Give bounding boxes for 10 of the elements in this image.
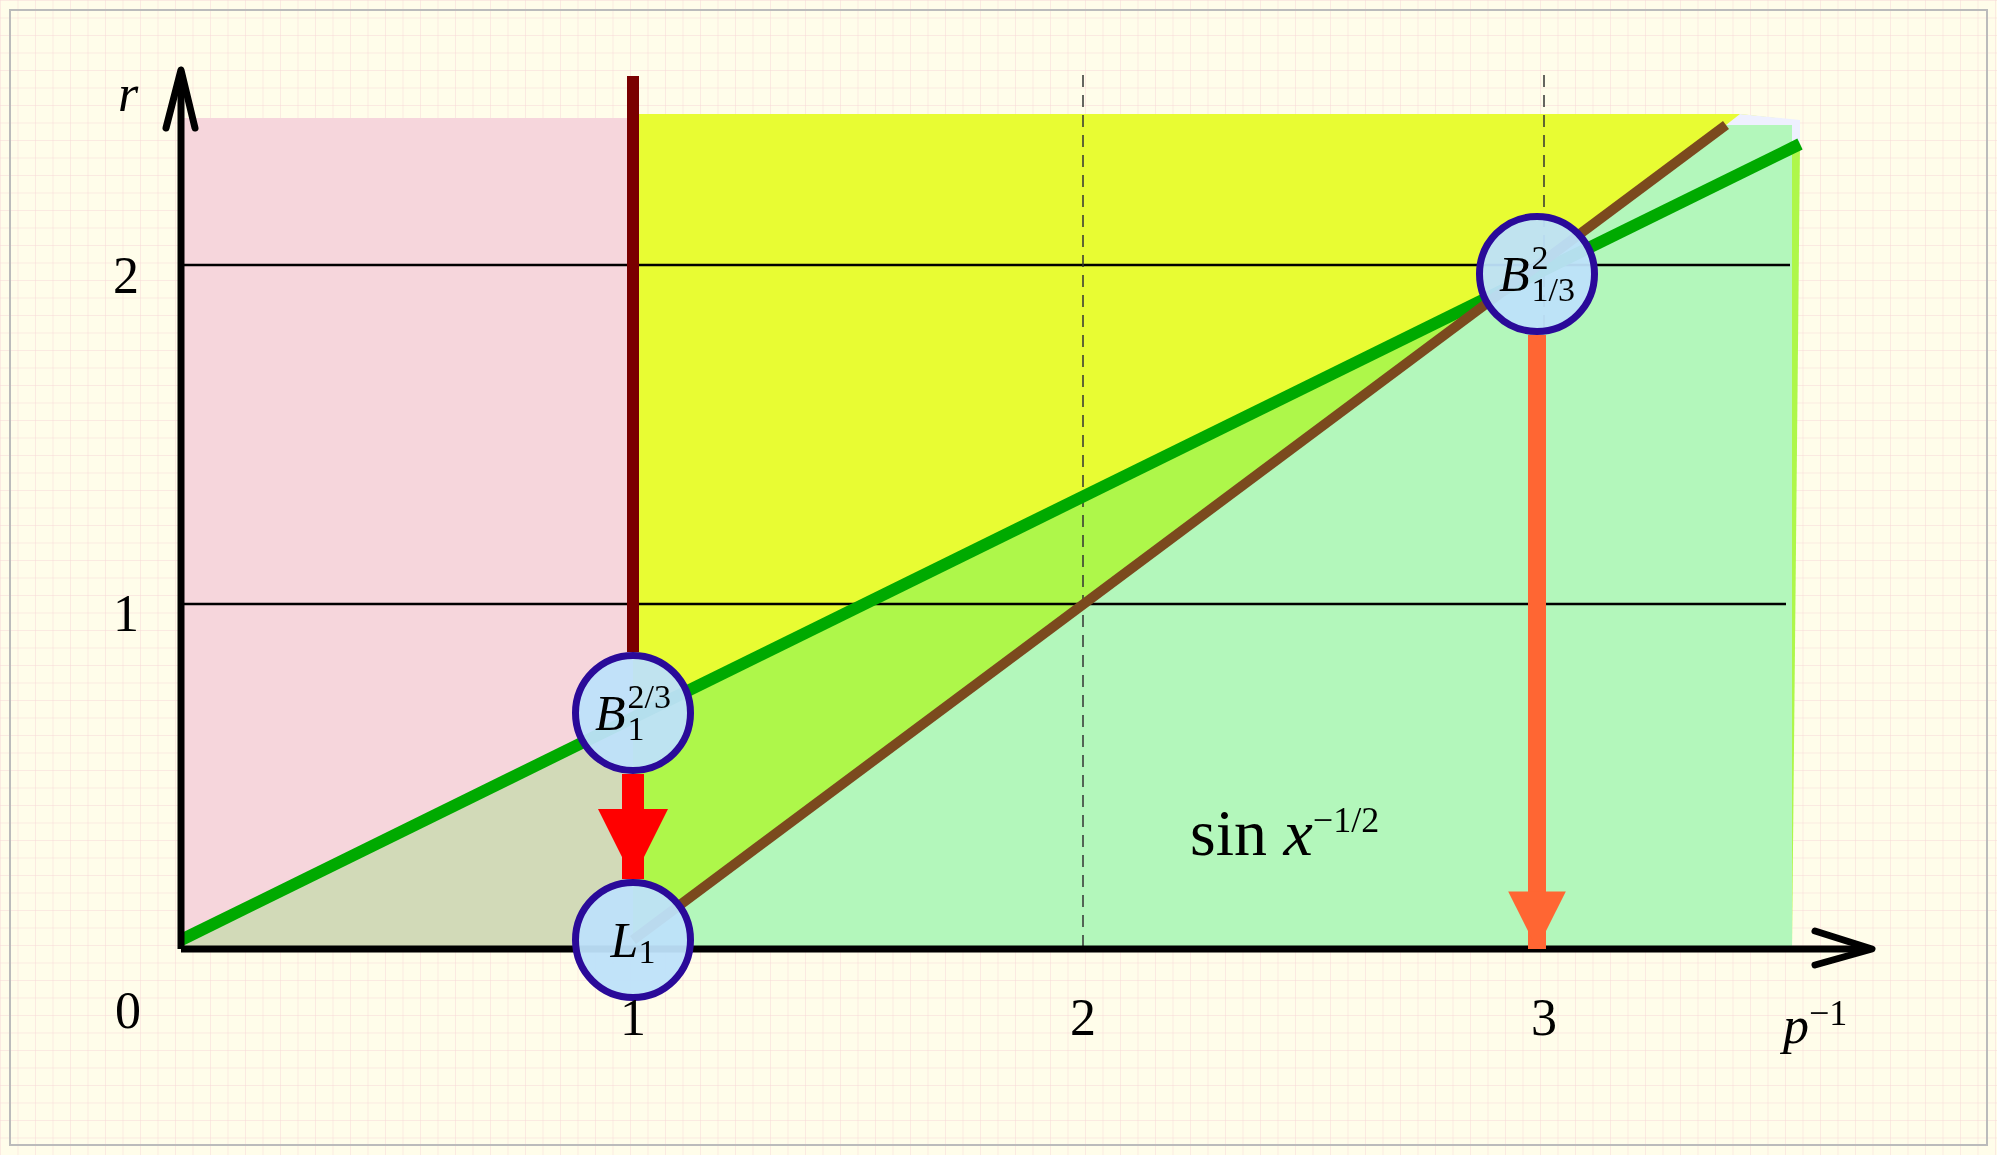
axis-label: r [118, 68, 139, 120]
tick-label: 3 [1531, 992, 1557, 1044]
tick-label: 1 [113, 588, 139, 640]
tick-label: 2 [1070, 992, 1096, 1044]
formula-label: sin x$^{−1/2}$ [1190, 800, 1380, 866]
arrow [597, 774, 669, 879]
arrow [1508, 335, 1566, 949]
tick-label: 0 [115, 985, 141, 1037]
connector-line [627, 76, 639, 652]
tick-label: 2 [113, 250, 139, 302]
